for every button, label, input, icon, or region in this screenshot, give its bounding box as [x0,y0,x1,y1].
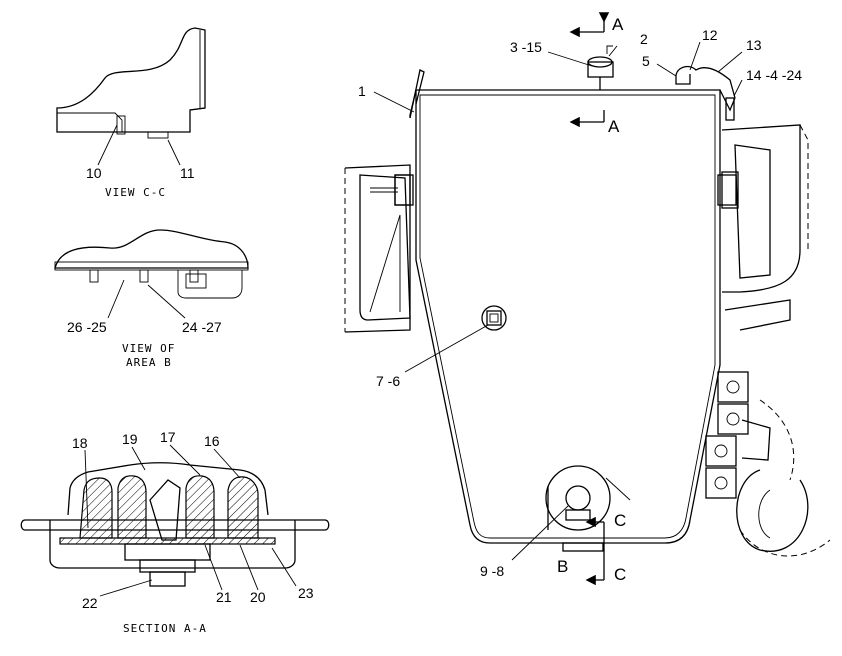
view-cc-caption: VIEW C-C [105,186,166,199]
section-aa: 18 19 17 16 22 21 20 23 SECTION A-A [20,429,330,635]
callout-19: 19 [122,431,138,447]
section-aa-caption: SECTION A-A [123,622,207,635]
section-marker-a-top: A [612,15,624,34]
callout-22: 22 [82,595,98,611]
section-marker-c-bottom: C [614,565,626,584]
callout-21: 21 [216,589,232,605]
callout-3-15: 3 -15 [510,39,542,55]
view-area-b: 26 -25 24 -27 VIEW OF AREA B [54,229,249,369]
callout-10: 10 [86,165,102,181]
callout-18: 18 [72,435,88,451]
view-cc: 10 11 VIEW C-C [56,27,206,199]
callout-9-8: 9 -8 [480,563,504,579]
callout-20: 20 [250,589,266,605]
callout-24-27: 24 -27 [182,319,222,335]
callout-2: 2 [640,31,648,47]
callout-16: 16 [204,433,220,449]
section-marker-b: B [557,557,568,576]
callout-1: 1 [358,83,366,99]
callout-7-6: 7 -6 [376,373,400,389]
view-area-b-caption-line2: AREA B [126,356,172,369]
callout-17: 17 [160,429,176,445]
section-marker-c-top: C [614,511,626,530]
right-brackets [705,371,749,499]
tank-view: A A C C B 1 2 3 -15 5 12 13 14 -4 -24 7 … [344,15,831,586]
callout-5: 5 [642,53,650,69]
callout-14-4-24: 14 -4 -24 [746,67,802,83]
section-marker-a-bottom: A [608,117,620,136]
callout-26-25: 26 -25 [67,319,107,335]
callout-12: 12 [702,27,718,43]
callout-11: 11 [180,165,195,181]
fuel-tank [415,89,721,544]
callout-23: 23 [298,585,314,601]
view-area-b-caption-line1: VIEW OF [122,342,175,355]
callout-13: 13 [746,37,762,53]
